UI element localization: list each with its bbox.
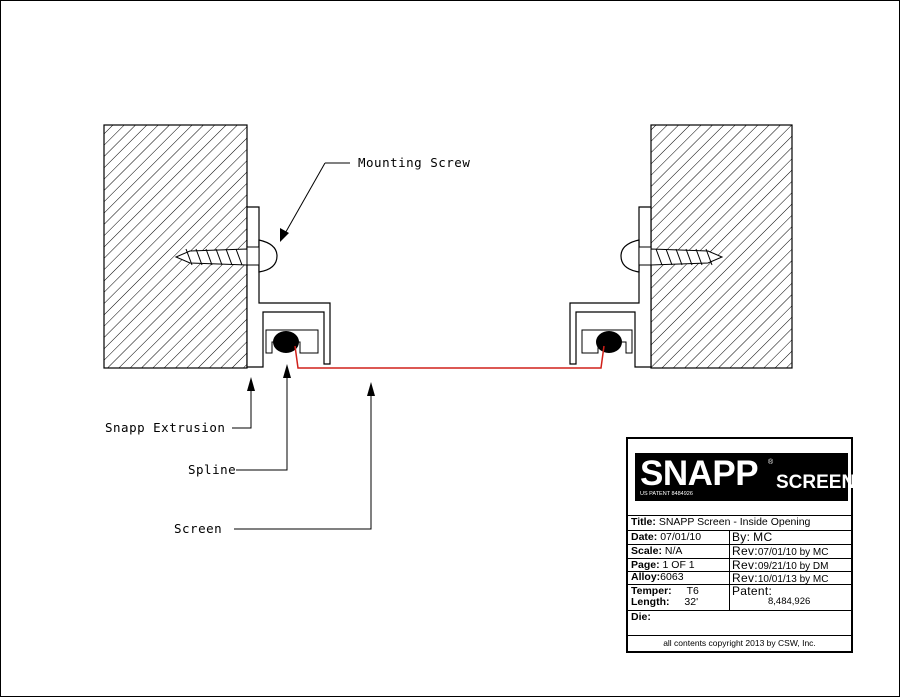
right-spline bbox=[596, 331, 622, 353]
die-row: Die: bbox=[631, 611, 651, 623]
logo-patent-line: US PATENT 8484926 bbox=[640, 491, 693, 497]
right-wall bbox=[650, 124, 793, 369]
snapp-screen-logo: SNAPP ® SCREEN US PATENT 8484926 bbox=[635, 453, 855, 501]
logo-brand: SNAPP bbox=[640, 454, 759, 493]
mounting-screw-arrowhead bbox=[280, 228, 289, 242]
by-row: By: MC bbox=[732, 530, 773, 544]
length-row: Length: 32' bbox=[631, 596, 699, 608]
title-block: SNAPP ® SCREEN US PATENT 8484926 Title: … bbox=[626, 437, 855, 653]
rev-row-1: Rev:07/01/10 by MC bbox=[732, 544, 829, 558]
screen-label: Screen bbox=[174, 521, 222, 536]
right-mounting-screw bbox=[620, 239, 724, 273]
extrusion-arrowhead bbox=[247, 377, 255, 391]
mounting-screw-label: Mounting Screw bbox=[358, 155, 470, 170]
patent-row: Patent: bbox=[732, 584, 773, 598]
scale-row: Scale: N/A bbox=[631, 545, 683, 557]
spline-label: Spline bbox=[188, 462, 236, 477]
left-wall bbox=[103, 124, 248, 369]
copyright-line: all contents copyright 2013 by CSW, Inc. bbox=[663, 638, 816, 648]
screen-mesh-line bbox=[294, 345, 605, 369]
patent-number: 8,484,926 bbox=[768, 596, 811, 607]
rev-row-3: Rev:10/01/13 by MC bbox=[732, 571, 829, 585]
left-spline bbox=[273, 331, 299, 353]
temper-row: Temper: T6 bbox=[631, 585, 699, 597]
left-mounting-screw bbox=[174, 239, 278, 273]
logo-registered-mark: ® bbox=[768, 459, 774, 466]
page-row: Page: 1 OF 1 bbox=[631, 559, 695, 571]
alloy-row: Alloy:6063 bbox=[631, 571, 684, 583]
spline-arrowhead bbox=[283, 364, 291, 378]
snapp-extrusion-label: Snapp Extrusion bbox=[105, 420, 225, 435]
screen-arrowhead bbox=[367, 382, 375, 396]
logo-screen-word: SCREEN bbox=[776, 472, 856, 493]
date-row: Date: 07/01/10 bbox=[631, 531, 702, 543]
title-row: Title: SNAPP Screen - Inside Opening bbox=[631, 516, 811, 528]
rev-row-2: Rev:09/21/10 by DM bbox=[732, 558, 829, 572]
